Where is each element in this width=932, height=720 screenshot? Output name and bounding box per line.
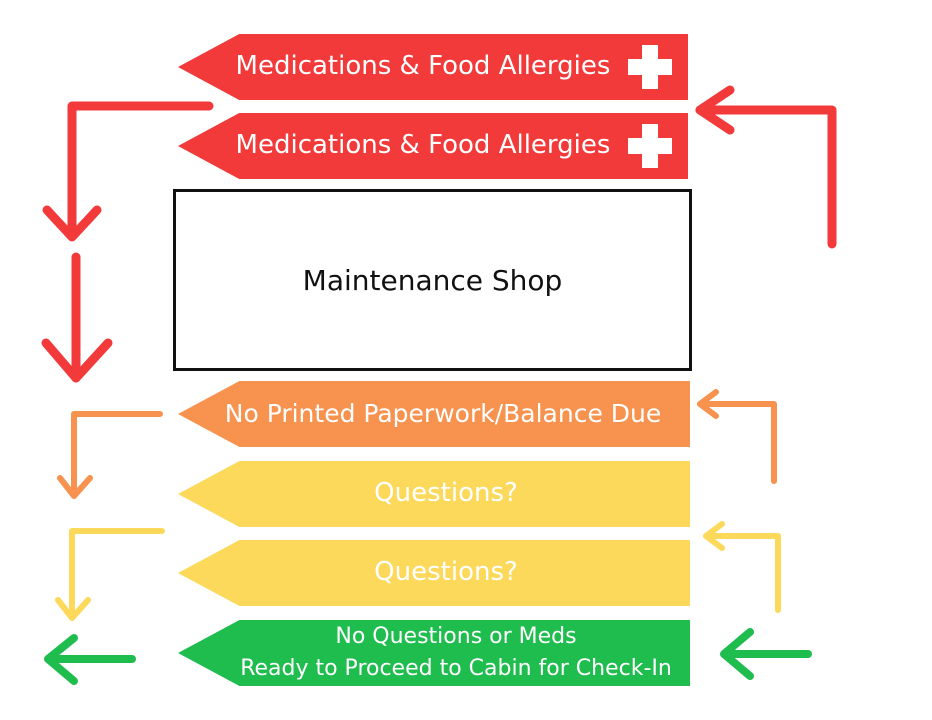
green-exit-arrow bbox=[44, 634, 136, 685]
banner-questions-1: Questions? bbox=[178, 461, 690, 527]
banner-line-2: Ready to Proceed to Cabin for Check-In bbox=[240, 656, 672, 681]
yellow-entry-arrow bbox=[703, 521, 781, 613]
maintenance-shop-label: Maintenance Shop bbox=[302, 263, 563, 297]
red-entry-arrow bbox=[695, 85, 837, 249]
banner-label: Questions? bbox=[374, 478, 518, 509]
banner-line-1: No Questions or Meds bbox=[335, 624, 577, 650]
medical-cross-icon bbox=[628, 45, 672, 89]
banner-label: Medications & Food Allergies bbox=[235, 130, 611, 161]
maintenance-shop-box: Maintenance Shop bbox=[173, 189, 692, 371]
green-entry-arrow bbox=[720, 628, 812, 680]
banner-label: No Questions or Meds Ready to Proceed to… bbox=[240, 621, 672, 685]
banner-ready-to-proceed: No Questions or Meds Ready to Proceed to… bbox=[178, 620, 690, 686]
medical-cross-icon bbox=[628, 124, 672, 168]
banner-questions-2: Questions? bbox=[178, 540, 690, 606]
banner-medications-food-allergies-1: Medications & Food Allergies bbox=[178, 34, 688, 100]
banner-label: No Printed Paperwork/Balance Due bbox=[224, 399, 662, 428]
yellow-exit-arrow bbox=[55, 528, 165, 621]
banner-no-printed-paperwork: No Printed Paperwork/Balance Due bbox=[178, 381, 690, 447]
orange-exit-arrow bbox=[57, 411, 163, 499]
banner-label: Medications & Food Allergies bbox=[235, 51, 611, 82]
orange-entry-arrow bbox=[697, 389, 777, 484]
banner-label: Questions? bbox=[374, 557, 518, 588]
banner-medications-food-allergies-2: Medications & Food Allergies bbox=[178, 113, 688, 179]
red-exit-arrow bbox=[41, 101, 214, 383]
